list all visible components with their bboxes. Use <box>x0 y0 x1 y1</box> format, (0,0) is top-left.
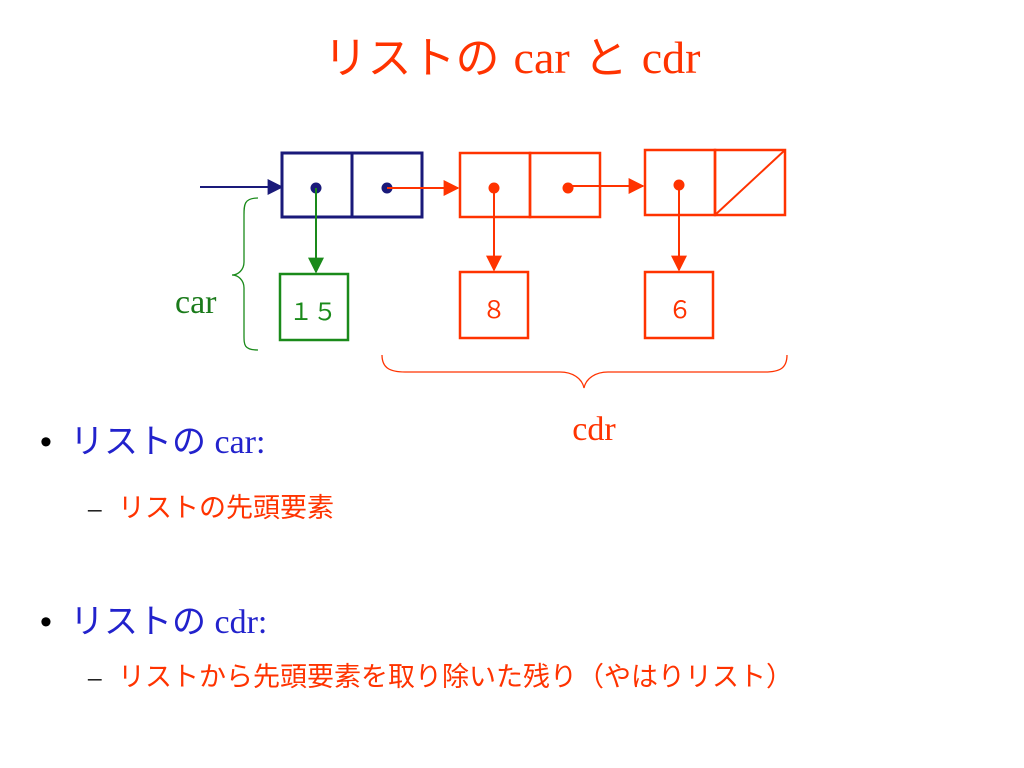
bullet-cdr-term-text: cdr: <box>214 604 268 641</box>
value-box-3: ６ <box>643 270 715 340</box>
title-part-3: と <box>583 33 628 84</box>
cdr-label: cdr <box>572 411 616 448</box>
nil-slash <box>714 149 786 216</box>
bullet-cdr-term: cdr: <box>206 604 268 641</box>
slide-title: リストの car と cdr <box>0 28 1024 89</box>
bullet-car-term: car: <box>206 424 266 461</box>
bullet-cdr-prefix: リストの <box>70 602 206 642</box>
value-text-3: ６ <box>668 296 692 324</box>
title-part-2: car <box>513 32 570 83</box>
cons-cell-1 <box>280 151 424 219</box>
value-text-1: １５ <box>289 298 337 326</box>
cons-cell-2-cdr-dot <box>562 182 574 194</box>
bullet-car-sub: –リストの先頭要素 <box>88 490 334 527</box>
value-box-2: ８ <box>458 270 530 340</box>
cons-cell-1-cdr <box>350 151 424 219</box>
sub-dash: – <box>88 662 102 692</box>
cdr-brace <box>381 354 788 389</box>
bullet-dot: • <box>40 423 52 461</box>
bullet-car-sub-text: リストの先頭要素 <box>118 493 334 524</box>
bullet-car-prefix: リストの <box>70 422 206 462</box>
car-brace <box>231 197 259 351</box>
bullet-car: • リストの car: <box>40 420 265 465</box>
sub-dash: – <box>88 493 102 523</box>
bullet-cdr-sub-text: リストから先頭要素を取り除いた残り（やはりリスト） <box>118 662 793 693</box>
car-label: car <box>175 284 217 321</box>
bullet-cdr: • リストの cdr: <box>40 600 267 645</box>
value-text-2: ８ <box>482 296 506 324</box>
title-part-4: cdr <box>641 32 701 83</box>
bullet-dot: • <box>40 603 52 641</box>
bullet-car-term-text: car: <box>214 424 266 461</box>
bullet-cdr-sub: –リストから先頭要素を取り除いた残り（やはりリスト） <box>88 659 793 696</box>
title-part-1: リストの <box>323 33 500 84</box>
value-box-1: １５ <box>278 272 350 342</box>
cons-cell-3 <box>643 148 787 217</box>
cons-cell-3-cdr <box>713 148 787 217</box>
